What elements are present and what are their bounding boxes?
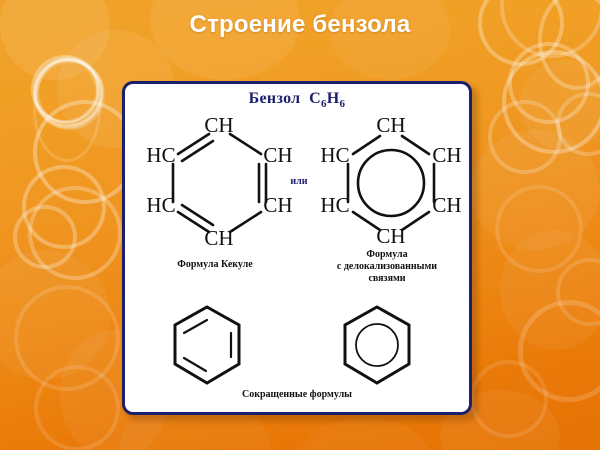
bokeh-circle [34,58,100,124]
bokeh-circle [34,59,101,126]
vertex-label: HC [146,143,175,167]
bokeh-circle [36,58,104,126]
or-label: или [290,176,308,187]
bokeh-circle [470,360,548,438]
bokeh-circle [508,42,590,124]
vertex-label: HC [320,193,349,217]
bokeh-glow [520,60,600,150]
vertex-label: CH [204,113,233,137]
vertex-label: CH [263,193,292,217]
bokeh-glow [470,130,600,250]
vertex-label: CH [376,113,405,137]
bokeh-circle [33,58,103,128]
skeletal-delocalized-diagram [343,305,411,385]
caption-delocalized-line2: с делокализованными [336,261,438,273]
bokeh-circle [556,258,600,326]
formula-heading-carbon-count: 6 [320,98,327,111]
caption-delocalized-line3: связями [368,273,406,285]
bokeh-circle [33,59,103,129]
bokeh-circle [518,300,600,402]
bokeh-circle [34,59,102,127]
bokeh-circle [28,186,122,280]
formula-heading-carbon: C [309,90,321,107]
formula-heading: Бензол C6H6 [125,90,469,110]
caption-kekule: Формула Кекуле [177,259,253,270]
bokeh-circle [33,56,101,162]
caption-skeletal-formulas: Сокращенные формулы [241,389,352,400]
skeletal-kekule-diagram [173,305,241,385]
bokeh-circle [31,55,99,123]
caption-delocalized-line1: Формула [366,249,408,260]
benzene-diagram-panel: Бензол C6H6 C [122,81,472,415]
formula-heading-name: Бензол [248,90,301,107]
kekule-structure-diagram: CH HC CH HC CH CH [146,113,292,250]
vertex-label: CH [376,224,405,248]
bokeh-circle [502,50,600,154]
bokeh-glow [0,250,110,380]
page-title: Строение бензола [189,11,411,38]
vertex-label: CH [263,143,292,167]
formula-heading-hydrogen: H [326,90,340,107]
bokeh-glow [500,230,600,350]
delocalized-structure-diagram: CH HC CH HC CH CH [320,113,461,248]
caption-delocalized: Формула с делокализованными связями [305,249,469,286]
bokeh-circle [22,165,106,249]
bokeh-circle [35,60,105,130]
bokeh-circle [488,100,562,174]
bokeh-circle [34,365,120,450]
vertex-label: HC [320,143,349,167]
bokeh-circle [556,92,600,156]
bokeh-circle [33,57,99,123]
vertex-label: CH [432,193,461,217]
bokeh-glow [300,418,430,450]
vertex-label: HC [146,193,175,217]
vertex-label: CH [204,226,233,250]
bokeh-circle [14,285,120,391]
bokeh-circle [495,185,583,273]
formula-heading-hydrogen-count: 6 [339,98,346,111]
bokeh-circle [13,205,77,269]
vertex-label: CH [432,143,461,167]
